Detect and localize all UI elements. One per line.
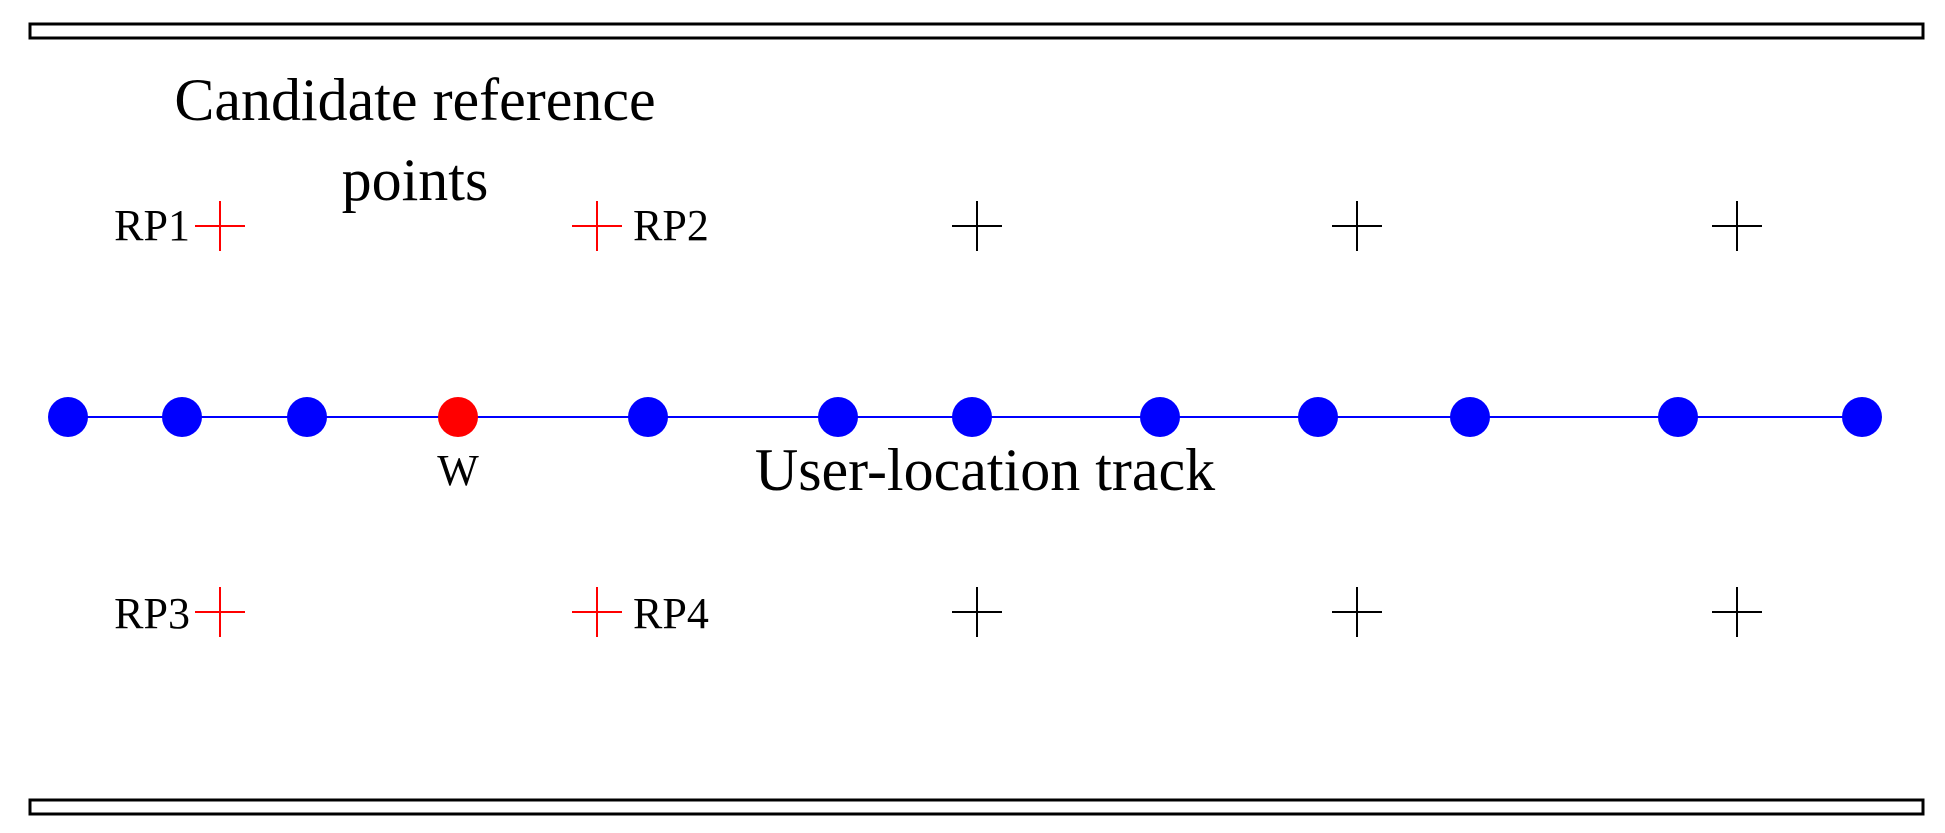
- candidate-rp-cross-icon: [952, 201, 1002, 251]
- track-points: [48, 397, 1882, 437]
- track-point-icon: [1658, 397, 1698, 437]
- track-point-icon: [818, 397, 858, 437]
- waypoint-w-icon: [438, 397, 478, 437]
- top-border: [28, 22, 1925, 40]
- track-point-icon: [952, 397, 992, 437]
- candidate-rp-cross-icon: [1712, 587, 1762, 637]
- rp3-cross-icon: [195, 587, 245, 637]
- rp4-label: RP4: [633, 589, 709, 638]
- track-point-icon: [1842, 397, 1882, 437]
- candidate-rp-cross-icon: [952, 587, 1002, 637]
- rp3-label: RP3: [114, 589, 190, 638]
- rp1-label: RP1: [114, 201, 190, 250]
- track-point-icon: [1450, 397, 1490, 437]
- candidate-rp-cross-icon: [1332, 201, 1382, 251]
- waypoint-label: W: [437, 446, 479, 495]
- bottom-border: [28, 798, 1925, 816]
- rp2-label: RP2: [633, 201, 709, 250]
- track-point-icon: [1140, 397, 1180, 437]
- rp2-cross-icon: [572, 201, 622, 251]
- track-point-icon: [48, 397, 88, 437]
- track-point-icon: [628, 397, 668, 437]
- reference-points: [195, 201, 1762, 637]
- rp1-cross-icon: [195, 201, 245, 251]
- track-point-icon: [287, 397, 327, 437]
- rp4-cross-icon: [572, 587, 622, 637]
- candidate-label-line2: points: [342, 147, 489, 213]
- track-point-icon: [162, 397, 202, 437]
- track-label: User-location track: [755, 437, 1215, 503]
- candidate-rp-cross-icon: [1332, 587, 1382, 637]
- candidate-label-line1: Candidate reference: [174, 67, 655, 133]
- candidate-rp-cross-icon: [1712, 201, 1762, 251]
- track-point-icon: [1298, 397, 1338, 437]
